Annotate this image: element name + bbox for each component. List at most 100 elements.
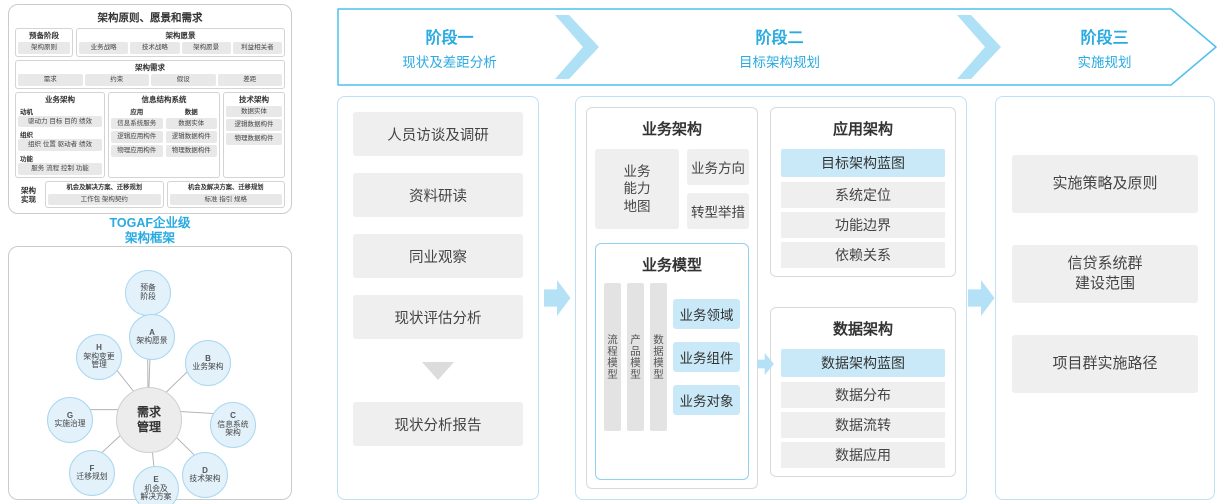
vision-item: 架构愿景 xyxy=(181,42,231,54)
group-items: 组织 位置 驱动者 绩效 xyxy=(18,139,102,152)
data-model-bar: 数据模型 xyxy=(650,283,667,431)
transformation-initiatives: 转型举措 xyxy=(687,193,749,229)
tech-item: 逻辑数据构件 xyxy=(226,119,282,132)
down-arrow-icon xyxy=(422,362,454,380)
requirement-item: 需求 xyxy=(18,73,83,86)
prep-phase-cell: 预备阶段 架构原则 xyxy=(15,28,73,57)
business-arch-cell: 业务架构 动机 驱动力 目标 目的 绩效 组织 组织 位置 驱动者 绩效 功能 … xyxy=(15,91,105,178)
business-domain: 业务领域 xyxy=(673,299,740,329)
adm-node-label: 预备 阶段 xyxy=(140,283,156,302)
data-item: 数据实体 xyxy=(165,117,217,130)
realization-right-title: 机会及解决方案、迁移规划 xyxy=(187,183,264,191)
phase-1-subtitle: 现状及差距分析 xyxy=(402,54,497,70)
realization-left-title: 机会及解决方案、迁移规划 xyxy=(66,183,143,191)
adm-node-letter: A xyxy=(149,327,155,337)
app-subcolumn: 应用 信息系统服务 逻辑应用构件 物理应用构件 xyxy=(111,106,163,157)
togaf-framework-panel: 架构原则、愿景和需求 预备阶段 架构原则 架构愿景 业务战略 技术战略 架构愿景… xyxy=(8,4,292,215)
adm-node-a-vision: A 架构愿景 xyxy=(129,314,175,361)
app-data-column: 应用架构 目标架构蓝图 系统定位 功能边界 依赖关系 数据架构 数据架构蓝图 数… xyxy=(770,107,956,489)
adm-node-label: 架构愿景 xyxy=(136,335,168,345)
vision-item: 技术战略 xyxy=(130,42,180,54)
realization-left-items: 工作包 架构契约 xyxy=(48,193,161,206)
adm-node-label: 业务架构 xyxy=(192,361,224,371)
tech-arch-cell: 技术架构 数据实体 逻辑数据构件 物理数据构件 xyxy=(223,91,285,178)
data-item: 数据应用 xyxy=(781,442,945,468)
business-architecture-box: 业务架构 业务方向 业务 能力 地图 转型举措 业务模型 流程模型 产品模型 数… xyxy=(586,107,758,489)
adm-node-letter: E xyxy=(153,475,159,485)
adm-node-label: 技术架构 xyxy=(189,473,221,483)
togaf-caption: TOGAF企业级 架构框架 xyxy=(109,216,191,245)
app-label: 应用 xyxy=(130,108,144,116)
phase3-item: 项目群实施路径 xyxy=(1012,335,1198,393)
business-object: 业务对象 xyxy=(673,385,740,415)
data-item: 数据分布 xyxy=(781,382,945,408)
application-item: 功能边界 xyxy=(781,212,945,238)
realization-row: 架构 实现 机会及解决方案、迁移规划 工作包 架构契约 机会及解决方案、迁移规划… xyxy=(15,180,285,209)
flow-arrow-wrap xyxy=(967,96,995,500)
info-system-columns: 应用 信息系统服务 逻辑应用构件 物理应用构件 数据 数据实体 逻辑数据构件 物… xyxy=(111,106,217,157)
phase3-item: 信贷系统群 建设范围 xyxy=(1012,245,1198,303)
togaf-panel-title: 架构原则、愿景和需求 xyxy=(97,12,203,24)
adm-node-letter: F xyxy=(89,463,95,473)
adm-cycle-diagram: 预备 阶段 A 架构愿景 B 业务架构 C 信息系统 架构 D 技术架构 E 机… xyxy=(8,246,292,504)
tech-item: 数据实体 xyxy=(226,105,282,118)
tech-item: 物理数据构件 xyxy=(226,133,282,145)
adm-node-letter: B xyxy=(205,353,211,363)
prep-phase-title: 预备阶段 xyxy=(29,31,59,40)
adm-center-requirements: 需求 管理 xyxy=(116,387,182,454)
data-architecture-title: 数据架构 xyxy=(832,321,893,338)
target-architecture-blueprint: 目标架构蓝图 xyxy=(781,149,945,177)
right-arrow-icon xyxy=(543,280,571,316)
architecture-domains-row: 业务架构 动机 驱动力 目标 目的 绩效 组织 组织 位置 驱动者 绩效 功能 … xyxy=(15,91,285,178)
adm-node-preliminary: 预备 阶段 xyxy=(125,270,171,317)
business-group: 动机 驱动力 目标 目的 绩效 xyxy=(18,106,102,128)
left-panel: 架构原则、愿景和需求 预备阶段 架构原则 架构愿景 业务战略 技术战略 架构愿景… xyxy=(8,4,292,504)
business-group: 组织 组织 位置 驱动者 绩效 xyxy=(18,129,102,152)
adm-node-letter: D xyxy=(202,465,208,475)
adm-node-h-change: H 架构变更 管理 xyxy=(76,334,122,381)
phase1-step: 同业观察 xyxy=(353,234,523,278)
adm-node-letter: C xyxy=(230,411,236,421)
data-label: 数据 xyxy=(184,108,198,116)
phase-separator-chevron-icon xyxy=(957,15,1001,79)
requirement-cell: 架构需求 需求 约束 假设 差距 xyxy=(15,59,285,89)
phase-2-title: 阶段二 xyxy=(755,29,804,47)
app-item: 物理应用构件 xyxy=(111,145,163,157)
phase1-step: 现状分析报告 xyxy=(353,402,523,446)
business-model-box: 业务模型 流程模型 产品模型 数据模型 业务领域 业务组件 业务对象 xyxy=(595,243,749,480)
phase-2-column: 业务架构 业务方向 业务 能力 地图 转型举措 业务模型 流程模型 产品模型 数… xyxy=(575,96,967,500)
vision-items: 业务战略 技术战略 架构愿景 利益相关者 xyxy=(79,42,282,54)
data-subcolumn: 数据 数据实体 逻辑数据构件 物理数据构件 xyxy=(165,106,217,157)
business-architecture-title: 业务架构 xyxy=(641,121,702,138)
phase-3-column: 实施策略及原则 信贷系统群 建设范围 项目群实施路径 xyxy=(995,96,1215,500)
adm-node-label: 机会及 解决方案 xyxy=(140,483,172,502)
vision-cell: 架构愿景 业务战略 技术战略 架构愿景 利益相关者 xyxy=(76,28,285,57)
phase-3-subtitle: 实施规划 xyxy=(1077,54,1132,70)
product-model-bar: 产品模型 xyxy=(627,283,644,431)
data-item: 数据流转 xyxy=(781,412,945,438)
phase-arrow-band: 阶段一 现状及差距分析 阶段二 目标架构规划 阶段三 实施规划 xyxy=(337,8,1217,86)
adm-node-label: 信息系统 架构 xyxy=(217,419,249,438)
prep-vision-row: 预备阶段 架构原则 架构愿景 业务战略 技术战略 架构愿景 利益相关者 xyxy=(15,28,285,57)
adm-node-d-technology: D 技术架构 xyxy=(182,452,228,499)
realization-left-cell: 机会及解决方案、迁移规划 工作包 架构契约 xyxy=(45,180,164,209)
adm-node-c-information: C 信息系统 架构 xyxy=(210,402,256,449)
requirement-title: 架构需求 xyxy=(135,62,165,72)
app-item: 逻辑应用构件 xyxy=(111,131,163,144)
phase-band-shape xyxy=(337,8,1217,86)
phase-3-title: 阶段三 xyxy=(1080,29,1129,47)
prep-item: 架构原则 xyxy=(18,42,70,54)
app-item: 信息系统服务 xyxy=(111,117,163,130)
realization-right-items: 标准 指引 规格 xyxy=(169,193,282,206)
data-architecture-box: 数据架构 数据架构蓝图 数据分布 数据流转 数据应用 xyxy=(770,307,956,477)
vision-item: 业务战略 xyxy=(79,42,129,54)
data-item: 物理数据构件 xyxy=(165,145,217,157)
business-direction: 业务方向 xyxy=(687,149,749,185)
business-model-title: 业务模型 xyxy=(641,257,702,274)
application-architecture-box: 应用架构 目标架构蓝图 系统定位 功能边界 依赖关系 xyxy=(770,107,956,277)
phase-2-subtitle: 目标架构规划 xyxy=(739,54,820,70)
application-architecture-title: 应用架构 xyxy=(832,121,893,138)
realization-title: 架构 实现 xyxy=(21,185,36,204)
vision-title: 架构愿景 xyxy=(165,31,196,40)
business-model-content: 流程模型 产品模型 数据模型 业务领域 业务组件 业务对象 xyxy=(604,283,740,431)
